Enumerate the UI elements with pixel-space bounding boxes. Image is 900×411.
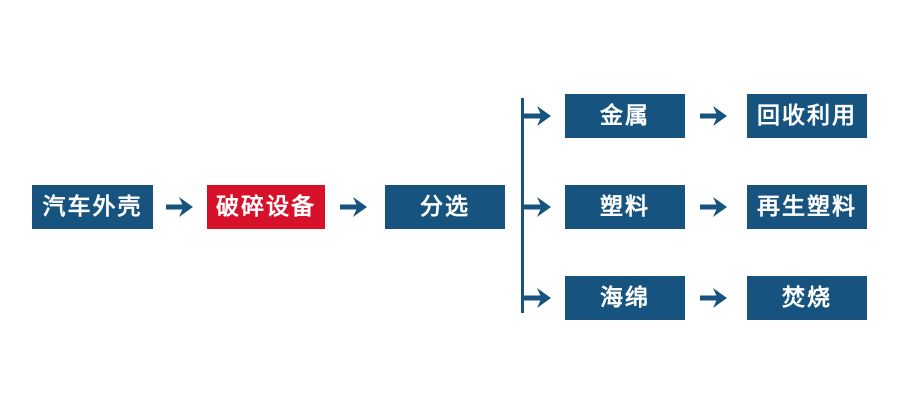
node-sponge: 海绵 [565,276,685,320]
node-car-shell: 汽车外壳 [32,185,153,229]
arrow-right-icon [340,197,367,217]
arrow-right-icon [524,288,551,308]
branch-connector-line [521,98,524,313]
node-metal: 金属 [565,94,685,138]
node-sorting: 分选 [385,185,505,229]
arrow-right-icon [524,197,551,217]
arrow-right-icon [524,106,551,126]
arrow-right-icon [166,197,193,217]
node-recycling: 回收利用 [747,94,867,138]
arrow-right-icon [700,106,727,126]
arrow-right-icon [700,197,727,217]
arrow-right-icon [700,288,727,308]
node-plastic: 塑料 [565,185,685,229]
node-incineration: 焚烧 [747,276,867,320]
node-recycled-plastic: 再生塑料 [747,185,867,229]
node-crushing-equipment: 破碎设备 [207,185,325,229]
